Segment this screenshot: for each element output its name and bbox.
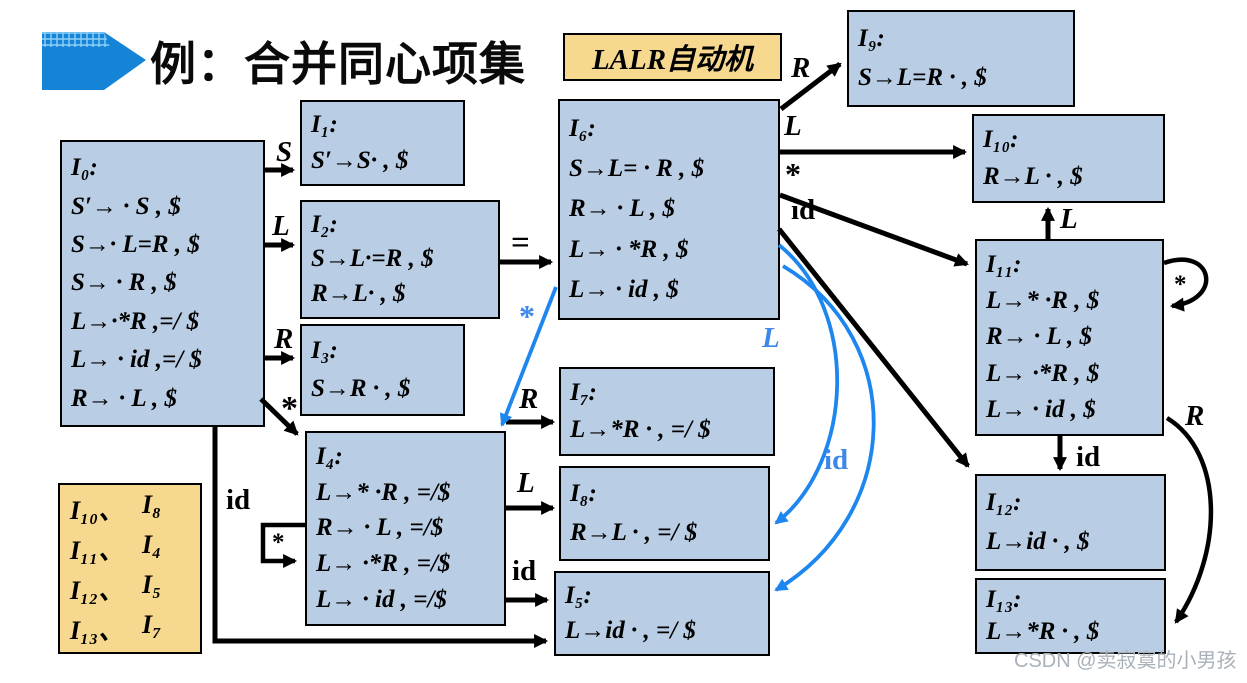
edge-label-R: R	[791, 52, 811, 84]
state-box-I5: I₅: L→id · , =/ $	[554, 571, 770, 656]
lr-item: R→ · L , =/$	[316, 514, 444, 542]
edge-I6-I12-id	[777, 227, 970, 468]
edge-label-L: L	[272, 210, 290, 242]
lr-item: L→ ·*R , $	[986, 359, 1100, 387]
lr-item: R→ · L , $	[71, 384, 178, 412]
lr-item: L→ · *R , $	[569, 235, 689, 263]
state-title: I₆:	[569, 114, 596, 142]
state-title: I₁₃:	[986, 585, 1022, 613]
state-title: I₀:	[71, 154, 98, 182]
edge-label-S: S	[276, 136, 293, 168]
edge-I11-I13-R	[1165, 416, 1214, 624]
page-title: 例：合并同心项集	[150, 38, 526, 90]
state-box-I13: I₁₃: L→*R · , $	[975, 578, 1166, 654]
state-box-I7: I₇: L→*R · , =/ $	[559, 367, 775, 456]
edge-I6-I8-L-merged	[774, 243, 840, 525]
lr-item: S→L= · R , $	[569, 155, 705, 183]
edge-label-id-merged: id	[824, 444, 849, 476]
edge-label-R: R	[519, 383, 539, 415]
state-title: I₇:	[570, 379, 597, 407]
state-box-I4: I₄: L→* ·R , =/$ R→ · L , =/$ L→ ·*R , =…	[305, 431, 506, 626]
edge-label-id: id	[791, 194, 816, 226]
edge-label-star: *	[272, 529, 285, 556]
legend-row: I₁₂、I₅	[70, 570, 162, 605]
edge-label-star: *	[785, 156, 801, 192]
lr-item: R→L· , $	[311, 280, 406, 308]
edge-label-L: L	[517, 467, 535, 499]
legend-row: I₁₀、I₈	[70, 490, 162, 525]
edge-label-id: id	[1076, 441, 1101, 473]
legend-row: I₁₁、I₄	[70, 530, 162, 565]
edge-label-L-merged: L	[762, 322, 780, 354]
state-box-I12: I₁₂: L→id · , $	[975, 474, 1166, 571]
lr-item: L→ · id ,=/ $	[71, 346, 202, 374]
lr-item: S→L·=R , $	[311, 245, 434, 273]
state-box-I3: I₃: S→R · , $	[300, 324, 465, 416]
lr-item: S→L=R · , $	[858, 63, 987, 91]
lr-item: L→ · id , $	[569, 275, 679, 303]
lr-item: S′→ · S , $	[71, 192, 181, 220]
lalr-automaton-tag: LALR自动机	[563, 33, 782, 81]
state-title: I₁₀:	[983, 126, 1019, 154]
state-title: I₈:	[570, 480, 597, 508]
edge-label-star-merged: *	[519, 298, 535, 334]
edge-label-L: L	[784, 110, 802, 142]
lr-item: R→L · , =/ $	[570, 518, 698, 546]
edge-label-eq: =	[511, 225, 530, 261]
lr-item: L→* ·R , $	[986, 287, 1100, 315]
lr-item: R→L · , $	[983, 162, 1083, 190]
merged-states-legend: I₁₀、I₈ I₁₁、I₄ I₁₂、I₅ I₁₃、I₇	[58, 483, 202, 654]
edge-I6-I9-R	[779, 62, 842, 111]
state-box-I8: I₈: R→L · , =/ $	[559, 466, 770, 561]
edge-label-R: R	[274, 323, 294, 355]
lr-item: L→* ·R , =/$	[316, 478, 451, 506]
lr-item: L→ · id , $	[986, 395, 1096, 423]
state-box-I9: I₉: S→L=R · , $	[847, 10, 1075, 107]
lr-item: S→ · R , $	[71, 269, 177, 297]
lr-item: L→*R · , $	[986, 617, 1100, 645]
edge-label-L: L	[1060, 203, 1078, 235]
lr-item: S′→S· , $	[311, 146, 409, 174]
state-box-I0: I₀: S′→ · S , $ S→· L=R , $ S→ · R , $ L…	[60, 140, 265, 427]
lr-item: L→id · , =/ $	[565, 616, 696, 644]
state-title: I₁₂:	[986, 488, 1022, 516]
lr-item: R→ · L , $	[569, 195, 676, 223]
state-box-I2: I₂: S→L·=R , $ R→L· , $	[300, 200, 500, 319]
state-box-I11: I₁₁: L→* ·R , $ R→ · L , $ L→ ·*R , $ L→…	[975, 239, 1164, 436]
lr-item: L→id · , $	[986, 527, 1090, 555]
edge-label-star: *	[1174, 271, 1187, 298]
state-title: I₄:	[316, 442, 343, 470]
legend-row: I₁₃、I₇	[70, 610, 162, 645]
state-title: I₁₁:	[986, 250, 1022, 278]
lr-item: R→ · L , $	[986, 323, 1093, 351]
edge-I6-I5-id-merged	[774, 264, 876, 592]
lr-item: L→*R · , =/ $	[570, 415, 711, 443]
state-title: I₅:	[565, 581, 592, 609]
edge-label-R: R	[1185, 400, 1205, 432]
state-box-I6: I₆: S→L= · R , $ R→ · L , $ L→ · *R , $ …	[558, 99, 780, 320]
lr-item: L→ · id , =/$	[316, 586, 447, 614]
lr-item: S→· L=R , $	[71, 230, 200, 258]
lr-item: S→R · , $	[311, 374, 411, 402]
state-title: I₁:	[311, 111, 338, 139]
state-title: I₂:	[311, 210, 338, 238]
edge-label-id: id	[226, 484, 251, 516]
edge-I4-self-loop-star	[260, 522, 307, 568]
lr-item: L→ ·*R , =/$	[316, 550, 451, 578]
watermark: CSDN @卖寂寞的小男孩	[1014, 650, 1237, 672]
edge-label-id: id	[512, 555, 537, 587]
state-title: I₃:	[311, 337, 338, 365]
edge-label-star: *	[281, 390, 298, 427]
lr-item: L→·*R ,=/ $	[71, 307, 200, 335]
state-box-I1: I₁: S′→S· , $	[300, 100, 465, 186]
state-box-I10: I₁₀: R→L · , $	[972, 114, 1165, 203]
state-title: I₉:	[858, 24, 885, 52]
